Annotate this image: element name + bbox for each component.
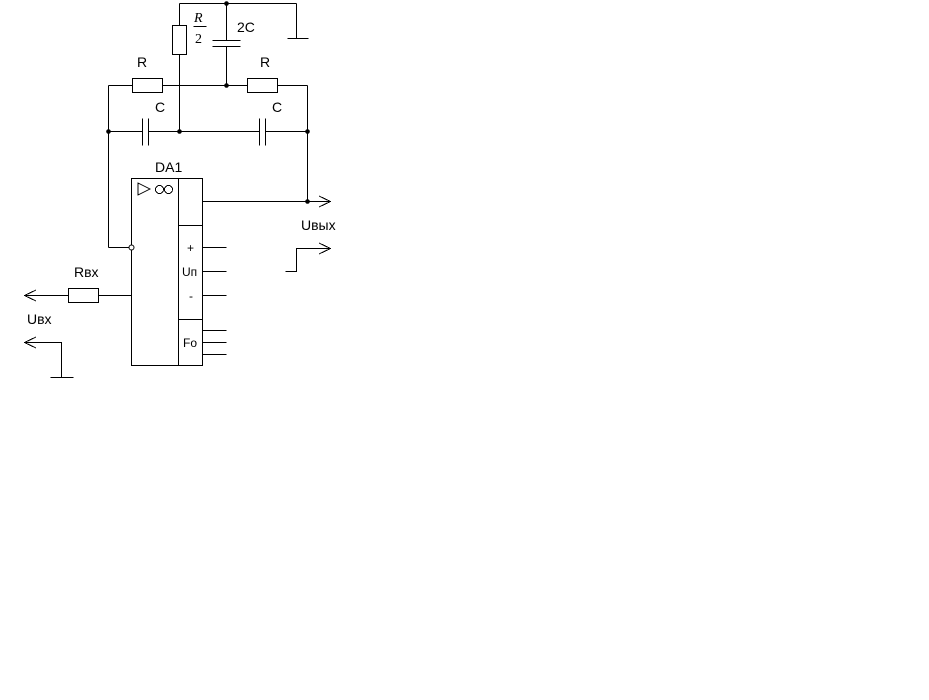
resistor-r-in xyxy=(68,288,99,303)
inverting-input-marker xyxy=(128,244,135,251)
input-ground-arrow-icon xyxy=(24,342,62,378)
resistor-r-left xyxy=(132,78,163,93)
opamp-triangle-icon xyxy=(137,182,152,196)
output-terminal xyxy=(202,195,332,272)
opamp-da1: + Uп - Fo xyxy=(128,178,227,366)
r-right-label: R xyxy=(260,54,270,70)
output-arrow-icon xyxy=(318,195,332,208)
chip-label: DA1 xyxy=(155,159,182,175)
input-terminal xyxy=(23,288,132,378)
r-half-numerator: R xyxy=(193,11,203,26)
pin-plus-label: + xyxy=(187,241,194,255)
u-out-label: Uвых xyxy=(301,217,336,233)
input-arrow-icon xyxy=(23,289,37,302)
cap-2c-label: 2C xyxy=(237,19,255,35)
r-left-label: R xyxy=(137,54,147,70)
pin-power-label: Uп xyxy=(182,265,197,279)
pin-fo-label: Fo xyxy=(183,336,197,350)
resistor-r-half xyxy=(172,25,187,55)
c-right-label: C xyxy=(272,99,282,115)
pin-minus-label: - xyxy=(189,289,193,303)
u-in-label: Uвх xyxy=(27,311,52,327)
resistor-r-right xyxy=(247,78,278,93)
r-half-denominator: 2 xyxy=(195,32,202,47)
c-left-label: C xyxy=(155,99,165,115)
resistor-chain xyxy=(108,78,308,132)
capacitor-chain xyxy=(108,118,308,146)
r-in-label: Rвх xyxy=(74,264,99,280)
junction-dots xyxy=(106,1,310,204)
top-network xyxy=(172,3,309,132)
component-labels: R 2 2C R R C C DA1 Uвых Rвх Uвх xyxy=(27,11,336,327)
feedback-wires xyxy=(108,131,308,248)
output-ground-arrow-icon xyxy=(285,248,331,272)
infinity-icon xyxy=(155,185,173,194)
